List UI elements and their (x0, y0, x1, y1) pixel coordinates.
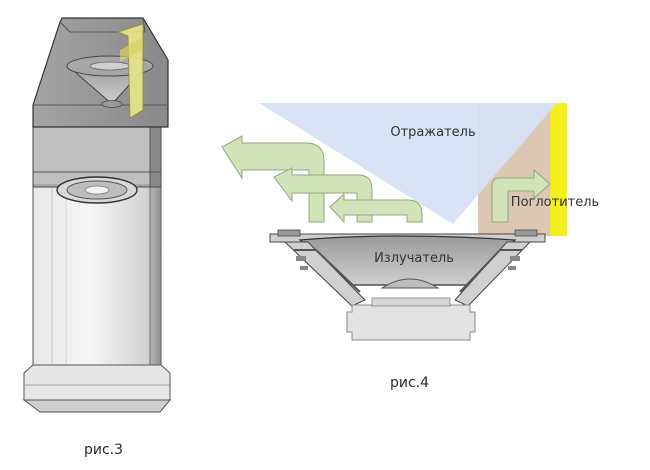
speaker-tower-illustration (22, 17, 172, 413)
cross-section-diagram: Отражатель Поглотитель Излучатель (221, 103, 599, 341)
emitter-driver (269, 229, 546, 341)
figure-4-caption: рис.4 (390, 375, 430, 391)
reflected-wave-arrow-1 (221, 135, 325, 223)
reflector-label: Отражатель (390, 125, 475, 140)
figure-3-caption: рис.3 (84, 442, 124, 458)
reflected-wave-arrow-2 (273, 167, 373, 223)
tower-column (32, 184, 162, 386)
absorber-label: Поглотитель (511, 195, 599, 210)
reflector-triangle (259, 103, 557, 224)
emitter-label: Излучатель (374, 251, 454, 266)
tower-column-edge (149, 184, 162, 386)
tower-plinth (23, 364, 171, 401)
yellow-strip (550, 103, 567, 236)
reflected-wave-arrow-3 (329, 192, 423, 224)
absorbed-wave-arrow (491, 168, 551, 223)
